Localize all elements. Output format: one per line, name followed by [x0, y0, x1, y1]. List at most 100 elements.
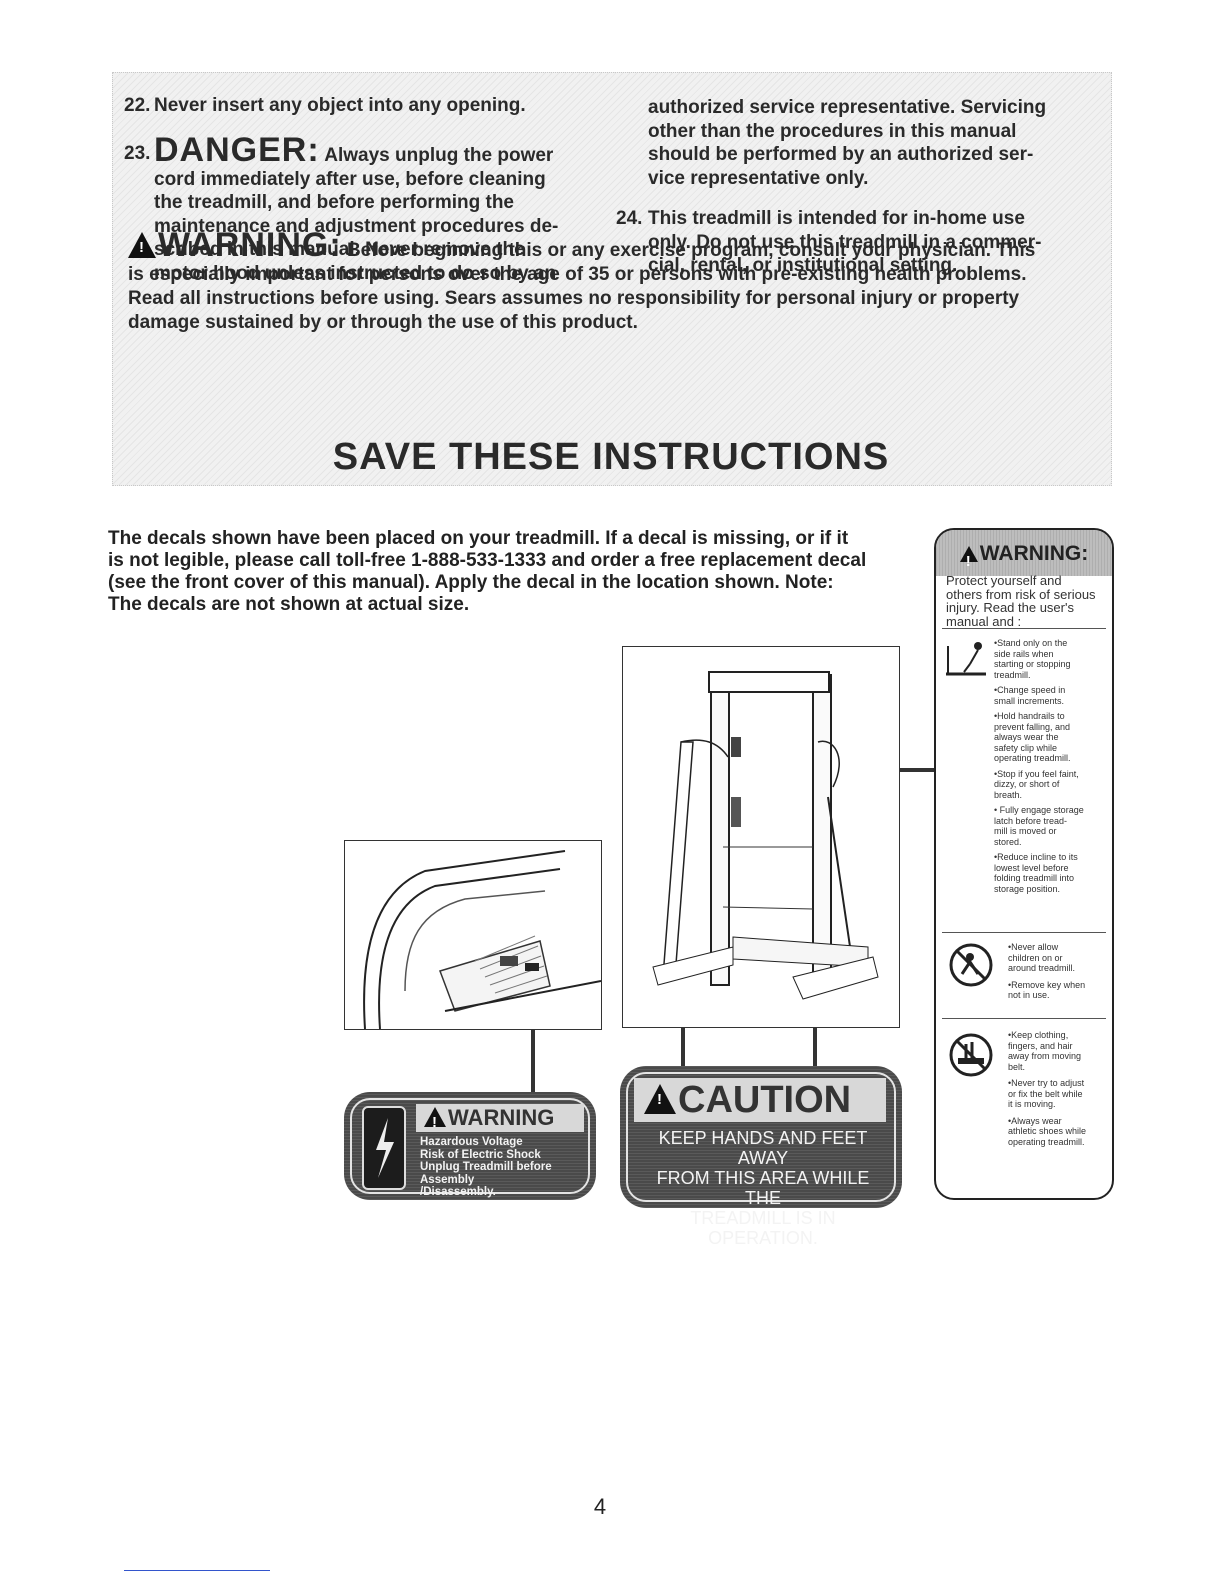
intro-line: Protect yourself and [946, 573, 1062, 588]
treadmill-drawing [652, 671, 879, 1000]
intro-line: The decals shown have been placed on you… [108, 528, 849, 549]
warning-line: damage sustained by or through the use o… [128, 312, 638, 333]
item-number: 22. [124, 95, 151, 116]
bullet-line: away from moving [1008, 1051, 1082, 1061]
warning-triangle-icon [128, 232, 156, 258]
no-children-icon [949, 943, 993, 987]
decal-title-text: CAUTION [678, 1079, 852, 1121]
bullet-line: •Stand only on the [994, 638, 1068, 648]
bullet-line: treadmill. [994, 669, 1031, 680]
bullet-line: •Keep clothing, [1008, 1030, 1069, 1040]
side-group-1: •Stand only on the side rails when start… [994, 638, 1110, 894]
item-line: cial, rental, or institutional setting. [648, 255, 958, 276]
warning-triangle-icon [644, 1084, 676, 1114]
warning-label: WARNING: [158, 226, 342, 264]
intro-line: others from risk of serious [946, 586, 1096, 602]
decal-title: WARNING [424, 1104, 554, 1132]
intro-line: (see the front cover of this manual). Ap… [108, 572, 834, 593]
bullet-line: folding treadmill into [994, 873, 1075, 883]
divider [942, 1018, 1106, 1019]
bullet-line: • Fully engage storage [994, 805, 1084, 815]
bullet: •Change speed in small increments. [994, 685, 1110, 706]
bullet: •Never try to adjust or fix the belt whi… [1008, 1078, 1110, 1110]
bullet-line: •Reduce incline to its [994, 852, 1078, 862]
bullet: •Never allow children on or around tread… [1008, 942, 1110, 974]
intro-line: is not legible, please call toll-free 1-… [108, 550, 867, 571]
decal-title-text: WARNING [448, 1105, 555, 1130]
bullet-line: •Remove key when [1008, 979, 1086, 990]
safety-item-23: 23. DANGER: Always unplug the power cord… [124, 132, 594, 286]
bullet-line: always wear the [994, 732, 1059, 742]
decal-title: CAUTION [644, 1078, 851, 1122]
item-line: vice representative only. [648, 167, 869, 189]
item-line: should be performed by an authorized ser… [648, 144, 1034, 165]
decal-body: KEEP HANDS AND FEET AWAY FROM THIS AREA … [638, 1128, 888, 1248]
item-line: the treadmill, and before performing the [154, 192, 514, 213]
bullet-line: breath. [994, 789, 1023, 800]
item-line: scribed in this manual. Never remove the [154, 239, 525, 260]
decal-line: KEEP HANDS AND FEET AWAY [658, 1128, 868, 1168]
item-line: motor hood unless instructed to do so by… [154, 262, 557, 284]
side-decal-title: WARNING: [979, 542, 1089, 565]
warning-paragraph: WARNING: Before beginning this or any ex… [128, 228, 1100, 335]
bullet: •Hold handrails to prevent falling, and … [994, 711, 1110, 764]
item-text: Never insert any object into any opening… [154, 95, 526, 116]
decal-border [350, 1098, 590, 1194]
intro-line: manual and : [946, 613, 1022, 629]
decals-intro: The decals shown have been placed on you… [108, 528, 920, 616]
bullet-line: around treadmill. [1008, 963, 1076, 973]
side-decal-header: WARNING: [936, 530, 1112, 576]
bullet-line: safety clip while [994, 742, 1058, 753]
bullet-line: side rails when [994, 648, 1054, 659]
warning-line: Before beginning this or any exercise pr… [346, 240, 1036, 261]
bullet-line: storage position. [994, 883, 1061, 894]
bullet-line: belt. [1008, 1061, 1026, 1072]
side-group-2: •Never allow children on or around tread… [1008, 942, 1110, 1001]
bullet-line: not in use. [1008, 990, 1050, 1000]
bullet-line: children on or [1008, 952, 1063, 963]
side-decal-intro: Protect yourself and others from risk of… [946, 574, 1096, 628]
bullet: •Reduce incline to its lowest level befo… [994, 852, 1110, 894]
bullet: •Always wear athletic shoes while operat… [1008, 1116, 1110, 1148]
item-23-continued: authorized service representative. Servi… [616, 96, 1096, 190]
decal-line: Unplug Treadmill before Assembly [420, 1161, 552, 1186]
motor-hood-illustration [344, 840, 602, 1030]
bullet-line: •Never allow [1008, 942, 1059, 952]
bullet: •Remove key when not in use. [1008, 980, 1110, 1001]
bullet-line: lowest level before [994, 862, 1069, 873]
bullet: •Stand only on the side rails when start… [994, 638, 1110, 680]
footer-rule [124, 1570, 270, 1571]
divider [942, 628, 1106, 629]
item-line: This treadmill is intended for in-home u… [648, 208, 1025, 229]
bullet: • Fully engage storage latch before trea… [994, 805, 1110, 847]
item-line: cord immediately after use, before clean… [154, 168, 546, 190]
motor-hood-drawing [363, 850, 601, 1029]
bullet-line: latch before tread- [994, 815, 1068, 826]
bullet-line: fingers, and hair [1008, 1040, 1073, 1051]
voltage-warning-decal: WARNING Hazardous Voltage Risk of Electr… [344, 1092, 596, 1200]
decal-line: TREADMILL IS IN OPERATION. [690, 1208, 836, 1248]
decal-line: FROM THIS AREA WHILE THE [656, 1168, 870, 1208]
bullet-line: operating treadmill. [1008, 1136, 1085, 1147]
warning-triangle-icon [959, 546, 978, 570]
safety-panel [112, 72, 1112, 486]
item-number: 23. [124, 142, 151, 164]
bullet-line: mill is moved or [994, 826, 1057, 836]
bullet-line: it is moving. [1008, 1099, 1056, 1109]
warning-triangle-icon [424, 1107, 446, 1131]
moving-belt-icon [949, 1033, 993, 1077]
bullet: •Keep clothing, fingers, and hair away f… [1008, 1030, 1110, 1072]
bullet: •Stop if you feel faint, dizzy, or short… [994, 769, 1110, 801]
save-instructions-heading: SAVE THESE INSTRUCTIONS [332, 436, 890, 478]
right-column: authorized service representative. Servi… [616, 96, 1096, 278]
decal-header [634, 1078, 886, 1122]
decal-line: /Disassembly. [420, 1186, 496, 1198]
bullet-line: operating treadmill. [994, 753, 1071, 763]
left-column: 22. Never insert any object into any ope… [124, 94, 594, 285]
bullet-line: dizzy, or short of [994, 779, 1060, 789]
caution-decal: CAUTION KEEP HANDS AND FEET AWAY FROM TH… [620, 1066, 902, 1248]
stand-on-rails-icon [946, 642, 986, 676]
intro-line: injury. Read the user's [946, 600, 1074, 615]
bullet-line: •Stop if you feel faint, [994, 768, 1079, 779]
side-warning-decal: WARNING: Protect yourself and others fro… [934, 528, 1114, 1200]
